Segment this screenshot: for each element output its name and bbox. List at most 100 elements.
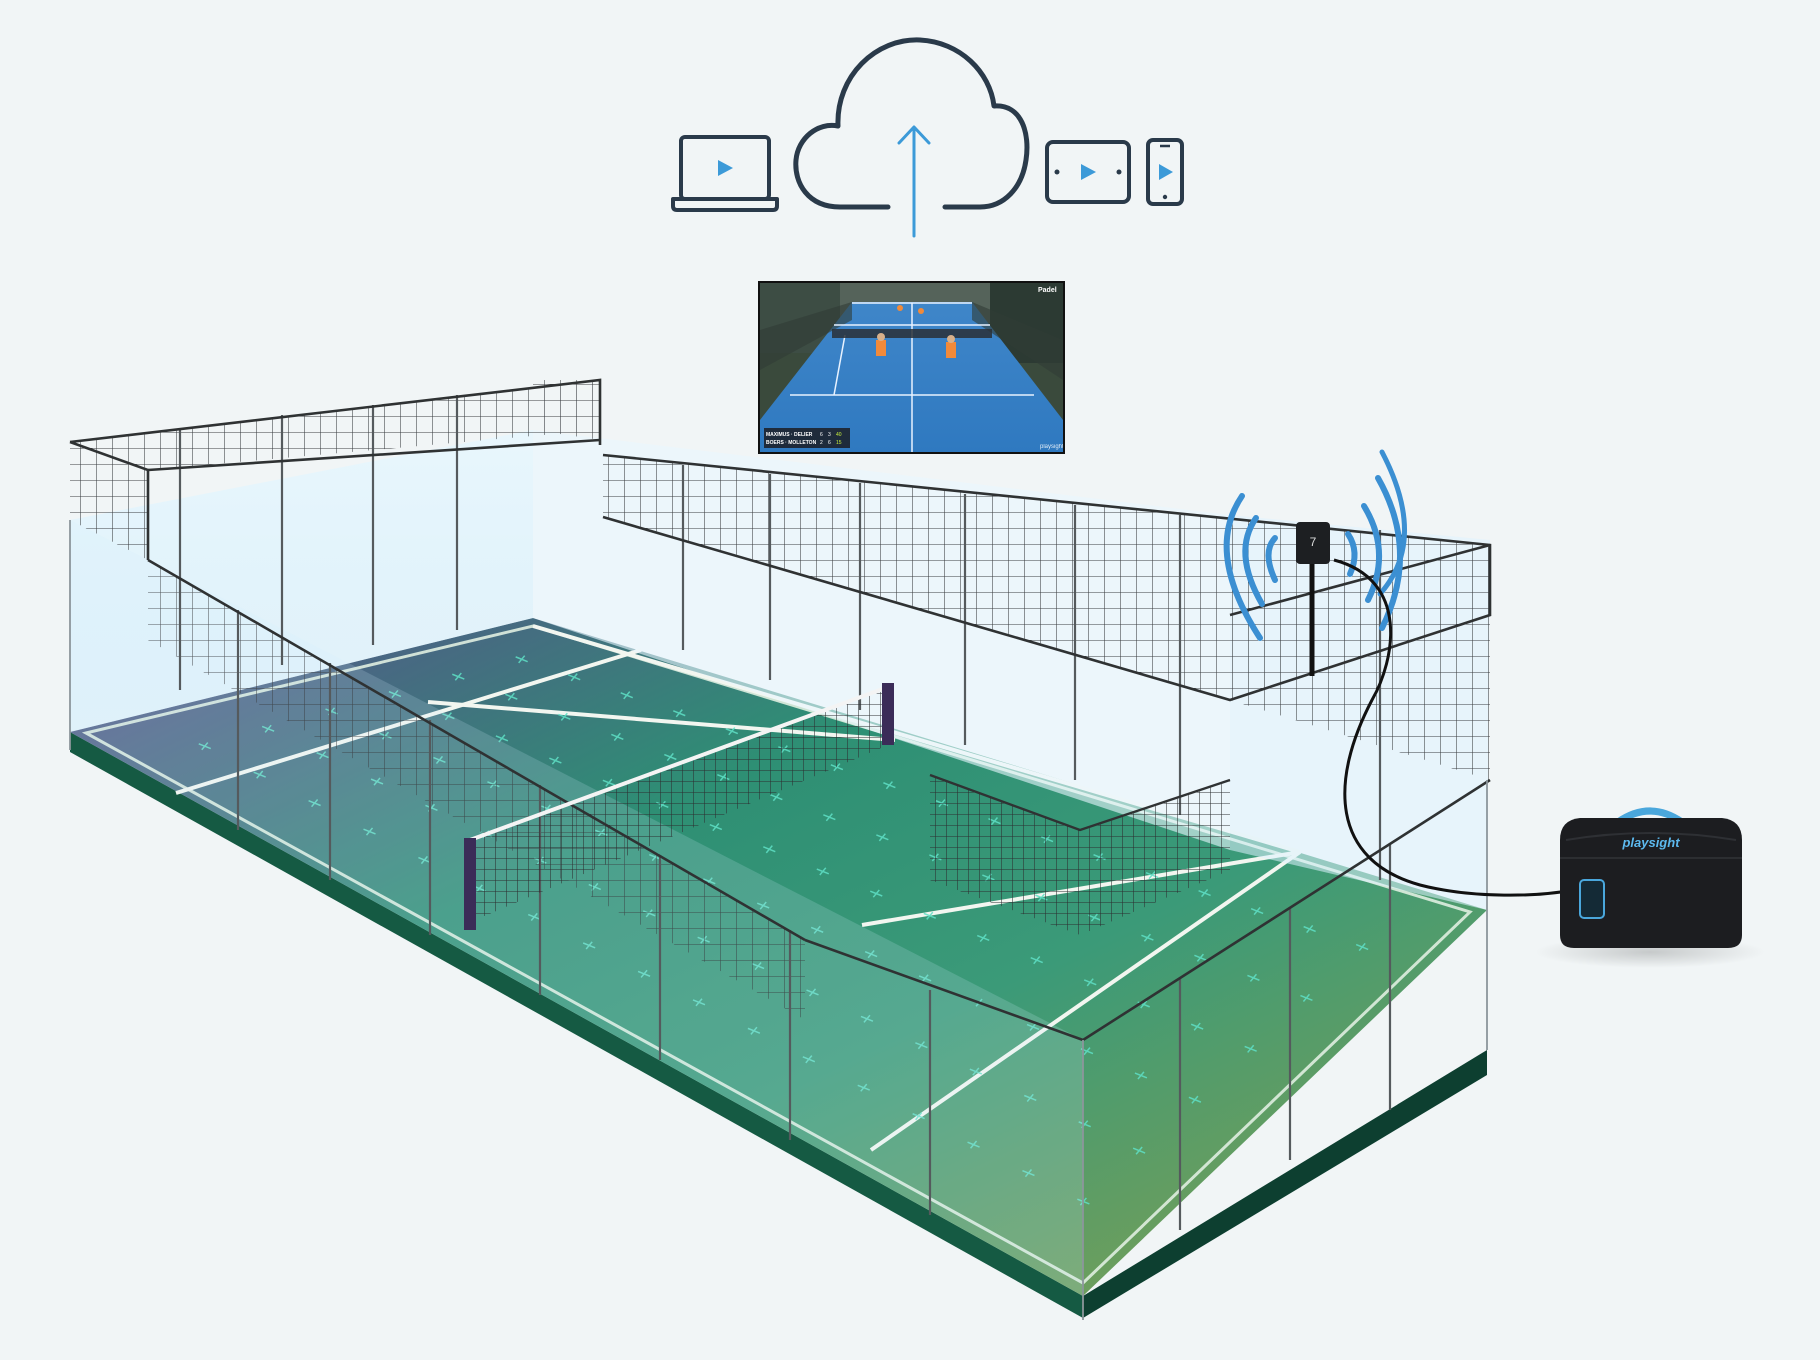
position-marker xyxy=(816,867,830,876)
video-watermark: playsight xyxy=(1040,444,1064,450)
position-marker xyxy=(857,1083,871,1092)
position-marker xyxy=(692,998,706,1007)
position-marker xyxy=(1300,993,1313,1003)
position-marker xyxy=(864,950,878,959)
position-marker xyxy=(912,1112,925,1121)
fence-mesh-front xyxy=(148,560,805,1020)
fence-mesh-back-right xyxy=(603,455,1490,780)
position-marker xyxy=(1026,1022,1040,1032)
position-marker xyxy=(1188,1095,1202,1104)
position-marker xyxy=(810,925,824,934)
position-marker xyxy=(725,727,739,736)
camera-cable xyxy=(1333,558,1583,897)
position-marker xyxy=(1023,1093,1037,1102)
laptop-play-icon xyxy=(671,135,779,212)
position-marker xyxy=(442,712,455,721)
padel-court xyxy=(69,378,1492,1320)
tablet-play-icon xyxy=(1045,140,1131,204)
recorder-brand: playsight xyxy=(1621,835,1680,850)
position-marker xyxy=(363,827,376,836)
position-marker xyxy=(923,911,937,920)
position-marker xyxy=(567,673,581,682)
camera-icon xyxy=(1296,522,1330,564)
scoreboard-set-2-team-1: 3 xyxy=(828,432,831,438)
position-marker xyxy=(1247,973,1260,982)
scoreboard-team-2: BOERS · MOLLETON xyxy=(766,440,817,446)
position-marker xyxy=(672,709,686,718)
position-marker xyxy=(918,974,932,983)
position-marker xyxy=(637,969,651,978)
fence-mesh-left-end xyxy=(70,442,148,560)
position-marker xyxy=(664,752,677,762)
position-marker xyxy=(869,889,883,898)
position-marker xyxy=(261,724,275,733)
position-marker xyxy=(549,756,562,765)
position-marker xyxy=(1030,956,1043,965)
position-marker xyxy=(969,1067,983,1076)
court-base-front xyxy=(1083,1050,1487,1318)
scoreboard-game-team-1: 40 xyxy=(836,432,842,438)
tennis-net xyxy=(464,683,894,930)
wireless-signal-icon xyxy=(1223,449,1407,641)
scoreboard-set-1-team-2: 2 xyxy=(820,440,823,446)
recording-device-icon: playsight xyxy=(1535,807,1765,968)
fence-posts xyxy=(178,395,1392,1230)
position-marker xyxy=(602,778,616,787)
position-marker xyxy=(611,732,624,741)
fence-mesh-side-gate xyxy=(930,775,1080,935)
position-marker xyxy=(1194,953,1207,962)
video-tournament-logo: Padel xyxy=(1038,287,1057,294)
position-marker xyxy=(308,799,321,808)
position-marker xyxy=(452,672,465,681)
scoreboard-set-1-team-1: 6 xyxy=(820,432,823,438)
position-marker xyxy=(823,813,836,822)
position-marker xyxy=(515,655,528,664)
position-marker xyxy=(1303,924,1316,934)
position-marker xyxy=(709,822,723,832)
position-marker xyxy=(253,770,266,779)
position-marker xyxy=(1134,1071,1148,1080)
position-marker xyxy=(756,901,770,910)
position-marker xyxy=(316,751,329,760)
position-marker xyxy=(1141,933,1154,942)
position-marker xyxy=(418,855,431,865)
position-marker xyxy=(620,691,634,700)
position-marker xyxy=(495,734,509,743)
position-marker xyxy=(770,793,783,802)
position-marker xyxy=(1022,1168,1035,1178)
position-marker xyxy=(558,712,571,721)
scoreboard-set-2-team-2: 6 xyxy=(828,440,831,446)
position-marker xyxy=(860,1014,874,1023)
camera-mark: 7 xyxy=(1310,535,1317,549)
position-marker xyxy=(802,1055,816,1064)
position-marker xyxy=(967,1140,980,1149)
position-marker xyxy=(1355,942,1369,952)
fence-mesh-right-end xyxy=(1230,545,1490,700)
position-marker xyxy=(876,833,889,842)
scoreboard-team-1: MAXIMUS · DELIER xyxy=(766,432,813,438)
position-marker xyxy=(1198,888,1211,898)
position-marker xyxy=(1250,906,1264,916)
position-marker xyxy=(388,689,402,699)
position-marker xyxy=(1244,1044,1257,1053)
position-marker xyxy=(763,845,776,854)
position-marker xyxy=(747,1026,761,1035)
fence-mesh-back-top xyxy=(70,380,600,470)
fence-frame xyxy=(69,378,1492,1042)
position-marker xyxy=(527,912,541,922)
position-marker xyxy=(976,933,990,943)
scoreboard-game-team-2: 15 xyxy=(836,440,842,446)
position-marker xyxy=(370,777,384,786)
position-marker xyxy=(1083,978,1097,987)
match-video-preview: MAXIMUS · DELIER BOERS · MOLLETON 6 3 40… xyxy=(758,281,1065,454)
camera-mount: 7 xyxy=(1296,522,1330,676)
position-marker xyxy=(1190,1022,1204,1031)
phone-play-icon xyxy=(1146,138,1184,206)
position-marker xyxy=(883,781,896,790)
video-scoreboard: MAXIMUS · DELIER BOERS · MOLLETON 6 3 40… xyxy=(764,428,850,448)
court-base-side xyxy=(70,732,1083,1318)
position-marker xyxy=(1132,1146,1146,1155)
cloud-upload-icon xyxy=(793,37,1030,238)
fence-mesh-back-raise xyxy=(533,380,600,440)
